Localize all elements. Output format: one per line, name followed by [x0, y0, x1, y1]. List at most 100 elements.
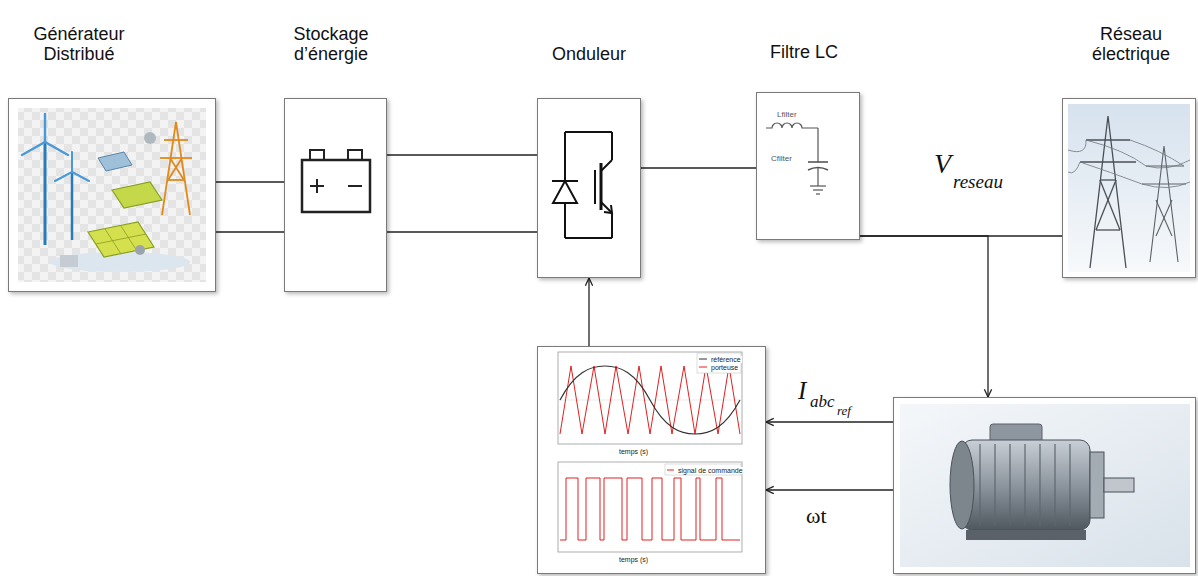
generator-box: Générateur Distribué [8, 98, 216, 292]
motor-end-cap [950, 441, 974, 529]
igbt-symbol [552, 132, 612, 238]
signal-name: V [934, 150, 951, 178]
connection-wire [216, 231, 284, 232]
legend-label: référence [710, 356, 742, 363]
motor-box [893, 397, 1196, 574]
igbt-wire [611, 132, 613, 160]
battery-body [302, 160, 370, 212]
igbt-wire [611, 213, 613, 238]
house-icon [60, 255, 78, 267]
connection-wire [216, 181, 284, 182]
wind-turbine-tower [44, 142, 47, 245]
picture-background [900, 404, 1190, 567]
signal-arrow [588, 278, 589, 346]
motor-flange [1090, 452, 1104, 518]
motor-picture [900, 404, 1190, 567]
igbt-wire [565, 237, 612, 239]
signal-name: I [798, 378, 806, 403]
ground-symbol [813, 189, 823, 190]
filter-wire [817, 128, 818, 162]
ground-symbol [816, 193, 820, 194]
connection-wire [641, 167, 756, 168]
plus-sign [316, 179, 318, 193]
box-heading: Onduleur [519, 44, 659, 65]
legend-sample [699, 359, 707, 360]
battery-symbol [302, 150, 370, 212]
battery-terminal [310, 150, 324, 160]
device-icon [144, 132, 156, 144]
reference-wave [560, 366, 740, 434]
grid-box: Réseau électrique [1062, 98, 1196, 278]
motor-body [962, 440, 1090, 530]
component-label: Cfilter [771, 155, 792, 163]
illustration-ground [18, 108, 206, 282]
igbt-emitter [601, 202, 612, 213]
box-heading: Filtre LC [734, 42, 874, 63]
plot-frame [558, 352, 742, 444]
signal-arrow [766, 421, 893, 422]
diode-bar [552, 180, 578, 182]
legend-sample [667, 470, 674, 471]
axis-title: temps (s) [618, 448, 649, 455]
generator-illustration [18, 108, 206, 282]
pwm-box: référenceporteuse temps (s) signal de comm… [537, 346, 766, 574]
legend-box [697, 353, 741, 373]
battery-terminal [348, 150, 362, 160]
connection-wire [387, 231, 537, 232]
signal-name: ωt [806, 505, 827, 527]
solar-panel-grid [96, 226, 146, 254]
signal-arrow [860, 236, 988, 397]
wind-turbine-blades [55, 152, 89, 181]
signal-subscript: abc [810, 393, 835, 410]
component-label: Lfilter [777, 111, 797, 119]
power-lines [1068, 140, 1190, 188]
box-heading: Générateur Distribué [4, 24, 154, 65]
box-heading: Stockage d’énergie [271, 24, 391, 65]
grid-pylons-picture [1068, 104, 1190, 272]
filter-box: Filtre LCLfilterCfilter [756, 92, 860, 240]
motor-foot [966, 530, 1086, 540]
pwm-chart [558, 352, 742, 552]
connection-wire [387, 154, 537, 155]
minus-sign [348, 185, 362, 187]
inverter-box: Onduleur [537, 98, 641, 278]
pwm-signal [560, 478, 740, 540]
signal-subscript: reseau [953, 172, 1003, 191]
capacitor-plate [808, 161, 828, 163]
signal-subscript: ref [837, 404, 851, 417]
legend-label: signal de commande [677, 467, 744, 474]
axis-title: temps (s) [618, 556, 649, 563]
carrier-wave [560, 366, 740, 434]
ground-symbol [810, 185, 826, 186]
legend-sample [699, 367, 707, 368]
solar-panel [112, 182, 162, 208]
plot-frame [558, 462, 742, 552]
picture-sky [1068, 104, 1190, 272]
lc-filter-schematic [766, 123, 828, 194]
wind-turbine-blades [22, 114, 68, 155]
device-icon [135, 245, 145, 255]
solar-panel [98, 152, 132, 171]
legend-label: porteuse [710, 364, 739, 371]
motor-shaft [1104, 478, 1134, 492]
igbt-wire [565, 131, 612, 133]
inductor-symbol [766, 123, 818, 128]
box-heading: Réseau électrique [1071, 24, 1191, 65]
signal-arrow [766, 489, 893, 490]
solar-panel [88, 222, 154, 257]
ground-shadow [50, 252, 190, 272]
power-pylon [160, 122, 192, 215]
filter-wire [817, 168, 818, 186]
igbt-arrow [604, 205, 612, 213]
igbt-gate [594, 170, 596, 204]
diode-symbol [553, 181, 577, 203]
wind-turbine-tower [71, 172, 74, 240]
igbt-collector [601, 160, 612, 171]
storage-box: Stockage d’énergie [284, 98, 387, 292]
pylon-tower [1080, 116, 1136, 268]
